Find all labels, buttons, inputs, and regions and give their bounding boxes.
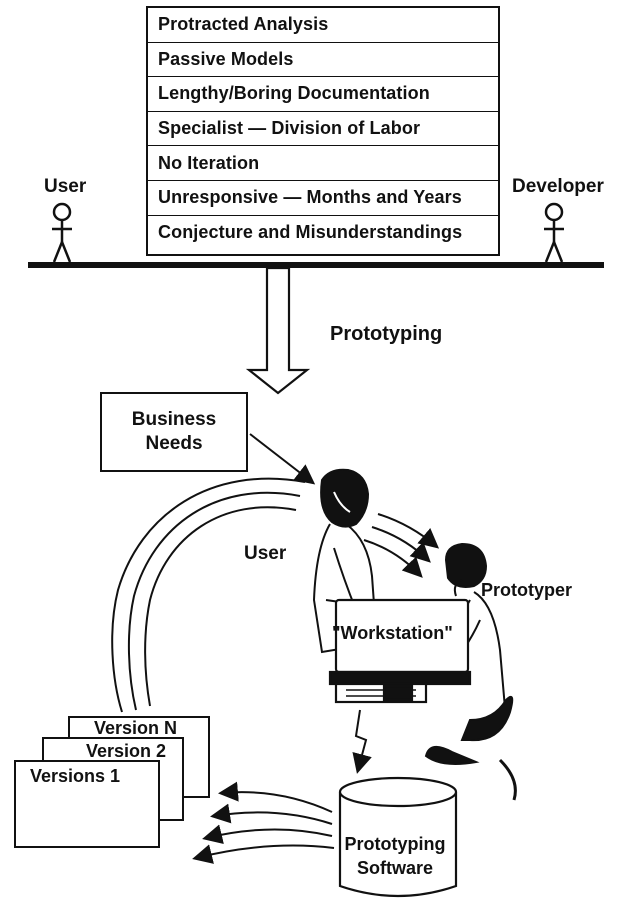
workstation-drawing	[328, 598, 472, 704]
prototyping-software-label: Prototyping Software	[340, 832, 450, 881]
developer-stick-figure	[544, 202, 564, 263]
version-1-document: Versions 1	[14, 760, 160, 848]
baseline	[28, 262, 604, 268]
needs-arrow	[249, 433, 316, 485]
version-1-label: Versions 1	[30, 766, 121, 786]
workstation-label: "Workstation"	[332, 623, 453, 643]
problem-item: No Iteration	[148, 146, 498, 181]
software-cylinder-drawing	[338, 776, 458, 898]
business-needs-line2: Needs	[145, 433, 203, 454]
business-needs-box: Business Needs	[100, 392, 248, 472]
cycle-arcs	[111, 477, 306, 713]
problem-list: Protracted Analysis Passive Models Lengt…	[146, 6, 500, 256]
interaction-arrows	[363, 513, 440, 578]
software-line1: Prototyping	[344, 834, 446, 854]
prototyping-arrow	[245, 266, 311, 395]
problem-item: Conjecture and Misunderstandings	[158, 222, 463, 243]
prototyping-label: Prototyping	[330, 323, 443, 345]
data-link	[352, 709, 372, 774]
developer-label: Developer	[512, 176, 604, 197]
user-stick-figure	[52, 202, 72, 263]
prototyper-label: Prototyper	[481, 580, 573, 600]
problem-item: Unresponsive — Months and Years	[148, 181, 498, 216]
top-user-label: User	[44, 176, 87, 197]
version-2-label: Version 2	[86, 741, 167, 761]
software-line2: Software	[356, 858, 434, 879]
business-needs-line1: Business	[131, 409, 217, 431]
user-label: User	[244, 543, 287, 564]
problem-item: Lengthy/Boring Documentation	[148, 77, 498, 112]
problem-item: Specialist — Division of Labor	[148, 112, 498, 147]
problem-item: Passive Models	[148, 43, 498, 78]
return-arrows	[192, 781, 335, 864]
problem-item: Protracted Analysis	[148, 8, 498, 43]
version-n-label: Version N	[94, 718, 178, 738]
